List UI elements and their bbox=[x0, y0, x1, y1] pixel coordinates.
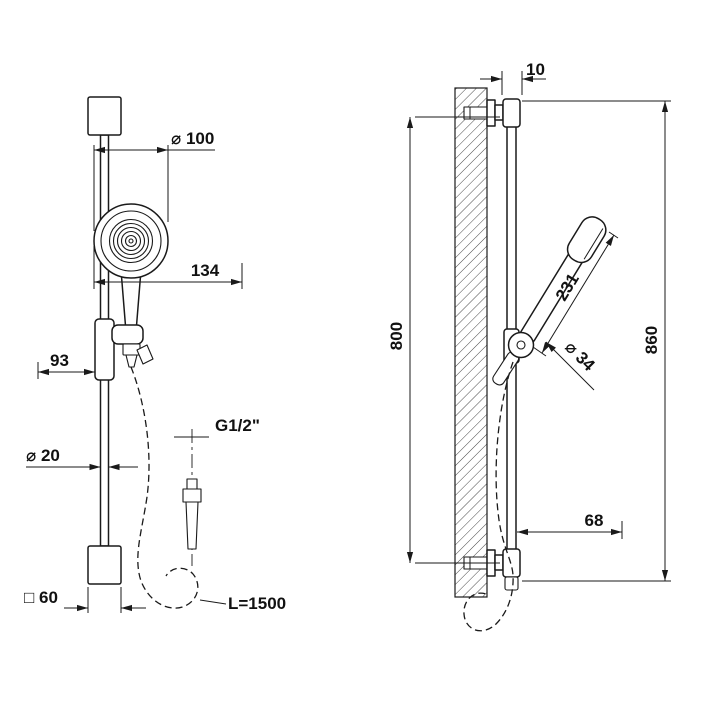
side-view: 10 800 860 231 ⌀ 34 bbox=[387, 60, 671, 632]
front-rail-top-cap bbox=[87, 96, 122, 136]
front-holder-ring bbox=[111, 324, 144, 345]
dim-label-width: 134 bbox=[191, 261, 220, 280]
dim-head-diameter: ⌀ 100 bbox=[93, 129, 215, 231]
front-holder-lever bbox=[136, 344, 154, 365]
front-hose-connector bbox=[174, 429, 209, 566]
label-hose-length-group: L=1500 bbox=[199, 594, 286, 613]
dim-label-base-square: □ 60 bbox=[24, 588, 58, 607]
dim-label-bottom-reach: 68 bbox=[585, 511, 604, 530]
dim-rail-diameter: ⌀ 20 bbox=[26, 446, 138, 471]
front-hose-taper bbox=[125, 354, 138, 368]
dim-label-total-height: 860 bbox=[642, 326, 661, 354]
dim-holder-offset: 93 bbox=[37, 351, 95, 379]
side-top-bracket bbox=[463, 98, 521, 128]
front-holder bbox=[94, 318, 154, 381]
front-rail-bottom-cap bbox=[87, 545, 122, 585]
side-hose-outlet bbox=[504, 576, 519, 591]
dim-width: 134 bbox=[93, 246, 243, 289]
dim-base-square: □ 60 bbox=[24, 587, 146, 613]
side-hose bbox=[463, 361, 514, 632]
dim-label-rail-diameter: ⌀ 20 bbox=[26, 446, 60, 465]
front-shower-handle bbox=[120, 269, 142, 333]
dim-total-height: 860 bbox=[522, 100, 671, 582]
label-thread: G1/2" bbox=[215, 416, 260, 435]
dim-label-head-diameter: ⌀ 100 bbox=[171, 129, 214, 148]
dim-bottom-reach: 68 bbox=[517, 511, 623, 539]
front-slider bbox=[94, 318, 115, 381]
front-hand-shower bbox=[93, 203, 169, 333]
wall-section bbox=[454, 87, 488, 598]
front-hose bbox=[130, 366, 199, 609]
dim-label-bracket-offset: 10 bbox=[526, 60, 545, 79]
dim-handle-diameter: ⌀ 34 bbox=[545, 337, 599, 391]
label-hose-length: L=1500 bbox=[228, 594, 286, 613]
dim-bracket-offset: 10 bbox=[480, 60, 546, 95]
dim-label-holder-offset: 93 bbox=[50, 351, 69, 370]
dim-label-bracket-spacing: 800 bbox=[387, 322, 406, 350]
dim-label-handle-diameter: ⌀ 34 bbox=[561, 337, 599, 375]
front-view: ⌀ 100 134 93 ⌀ 20 □ 60 bbox=[24, 96, 286, 613]
dim-bracket-spacing: 800 bbox=[387, 116, 500, 564]
